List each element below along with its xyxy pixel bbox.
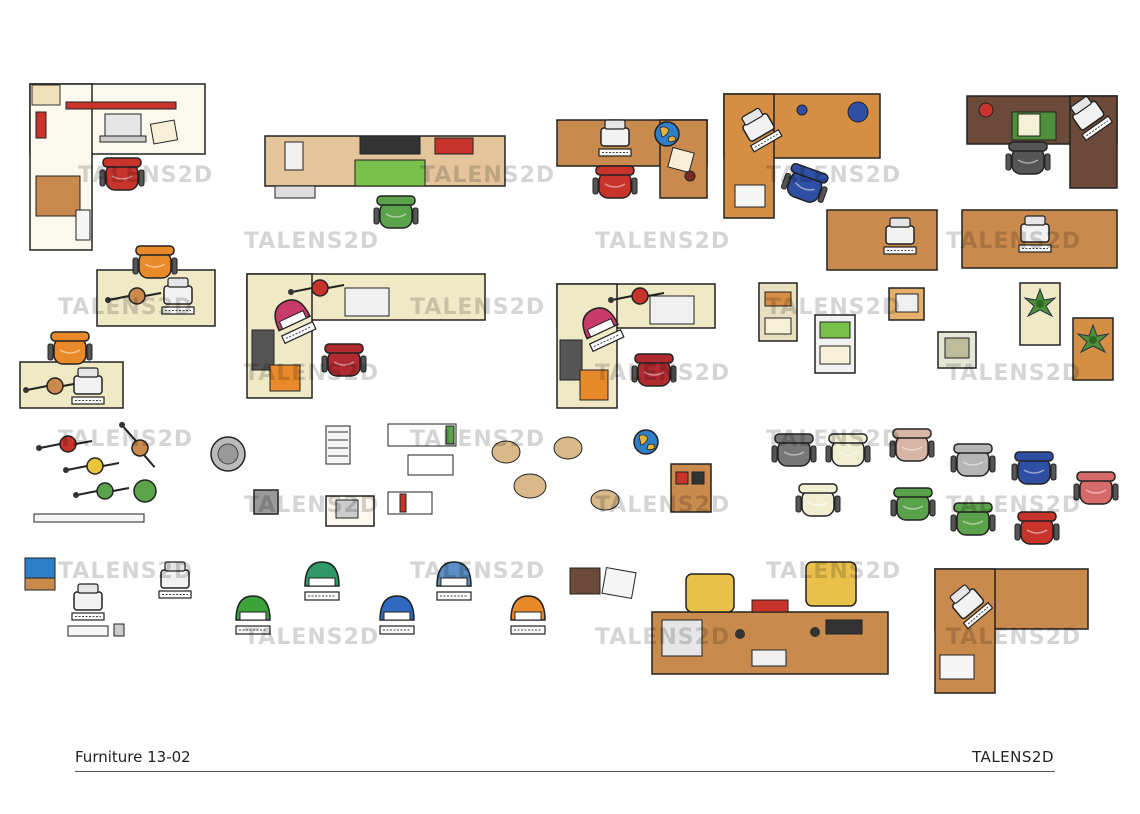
clothes-rack-icon [387,423,457,515]
desk-with-lamps-icon [96,245,216,327]
watermark: TALENS2D [766,427,901,452]
watermark: TALENS2D [946,361,1081,386]
watermark-layer: TALENS2D TALENS2D TALENS2D TALENS2D TALE… [58,163,1081,650]
l-shaped-workstation-icon [29,83,206,251]
laptop-desk-icon [325,495,375,527]
picture-frame-icon [253,489,279,515]
watermark: TALENS2D [595,625,730,650]
watermark: TALENS2D [78,163,213,188]
dark-corner-desk-icon [966,91,1118,189]
brand-label: TALENS2D [972,748,1054,766]
watermark: TALENS2D [946,625,1081,650]
watermark: TALENS2D [595,361,730,386]
wood-corner-desk-icon [934,568,1089,694]
laptop-icon [24,557,56,591]
printer-icon [758,282,798,342]
desk-lamp-icon [33,415,160,523]
watermark: TALENS2D [946,493,1081,518]
watermark: TALENS2D [244,625,379,650]
watermark: TALENS2D [766,295,901,320]
sheet-title: Furniture 13-02 [75,748,191,766]
fax-icon [888,287,925,321]
watermark: TALENS2D [244,361,379,386]
desk-with-lamps-small-icon [19,331,124,409]
monitor-icon [937,331,977,369]
executive-desk-icon [651,561,889,675]
medium-cream-corner-desk-icon [556,283,716,409]
watermark: TALENS2D [946,229,1081,254]
watermark: TALENS2D [58,295,193,320]
corner-desk-icon [723,93,881,219]
file-rack-icon [325,425,351,465]
potted-plant-icon [1072,317,1114,381]
computer-icon [67,561,192,637]
watermark: TALENS2D [244,493,379,518]
long-desk-icon [264,135,506,229]
bag-icon [491,436,620,511]
round-rug-icon [210,436,246,472]
watermark: TALENS2D [410,427,545,452]
watermark: TALENS2D [410,295,545,320]
globe-icon [633,429,659,455]
laptop-papers-icon [569,567,637,599]
wood-desk-monitor-icon [826,209,938,271]
footer-divider [75,771,1055,772]
large-cream-corner-desk-icon [246,273,486,399]
watermark: TALENS2D [766,163,901,188]
copier-icon [814,314,856,374]
watermark: TALENS2D [410,559,545,584]
wood-desk-globe-icon [556,119,708,199]
watermark: TALENS2D [244,229,379,254]
wood-desk-monitor-icon [961,209,1118,269]
filing-cabinet-icon [670,463,712,513]
watermark: TALENS2D [420,163,555,188]
watermark: TALENS2D [58,559,193,584]
watermark: TALENS2D [766,559,901,584]
potted-plant-icon [1019,282,1061,346]
watermark: TALENS2D [595,229,730,254]
watermark: TALENS2D [58,427,193,452]
watermark: TALENS2D [595,493,730,518]
